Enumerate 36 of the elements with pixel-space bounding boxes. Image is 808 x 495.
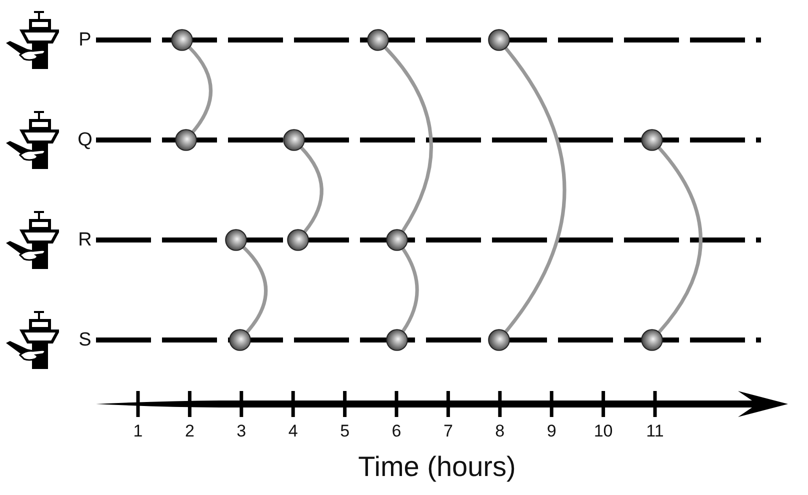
- row-label: R: [78, 230, 92, 250]
- arc-connector: [242, 246, 268, 334]
- tick-label: 6: [392, 422, 402, 440]
- tick-label: 3: [236, 422, 246, 440]
- arc-connector: [658, 146, 702, 334]
- tick-label: 11: [646, 422, 664, 440]
- tick-label: 10: [594, 422, 613, 440]
- sphere-node: [641, 329, 663, 351]
- arc-connector: [384, 46, 433, 233]
- row-label: S: [78, 330, 92, 350]
- sphere-node: [175, 129, 197, 151]
- tick-label: 9: [546, 422, 556, 440]
- row-label: Q: [78, 130, 92, 150]
- sphere-node: [283, 129, 305, 151]
- tick-label: 2: [184, 422, 194, 440]
- arc-connector: [401, 247, 419, 333]
- row-label: P: [78, 30, 92, 50]
- sphere-node: [229, 329, 251, 351]
- sphere-node: [386, 329, 408, 351]
- sphere-node: [488, 329, 510, 351]
- sphere-node: [367, 29, 389, 51]
- axis-title: Time (hours): [358, 453, 516, 481]
- sphere-node: [641, 129, 663, 151]
- tick-label: 4: [288, 422, 298, 440]
- tick-label: 5: [340, 422, 350, 440]
- sphere-node: [386, 229, 408, 251]
- tick-label: 7: [443, 422, 453, 440]
- arc-connector: [300, 146, 324, 234]
- tick-label: 8: [495, 422, 505, 440]
- arc-connector: [188, 46, 212, 134]
- sphere-node: [488, 29, 510, 51]
- arc-connector: [504, 46, 566, 334]
- tick-label: 1: [133, 422, 143, 440]
- sphere-node: [225, 229, 247, 251]
- sphere-node: [287, 229, 309, 251]
- sphere-node: [171, 29, 193, 51]
